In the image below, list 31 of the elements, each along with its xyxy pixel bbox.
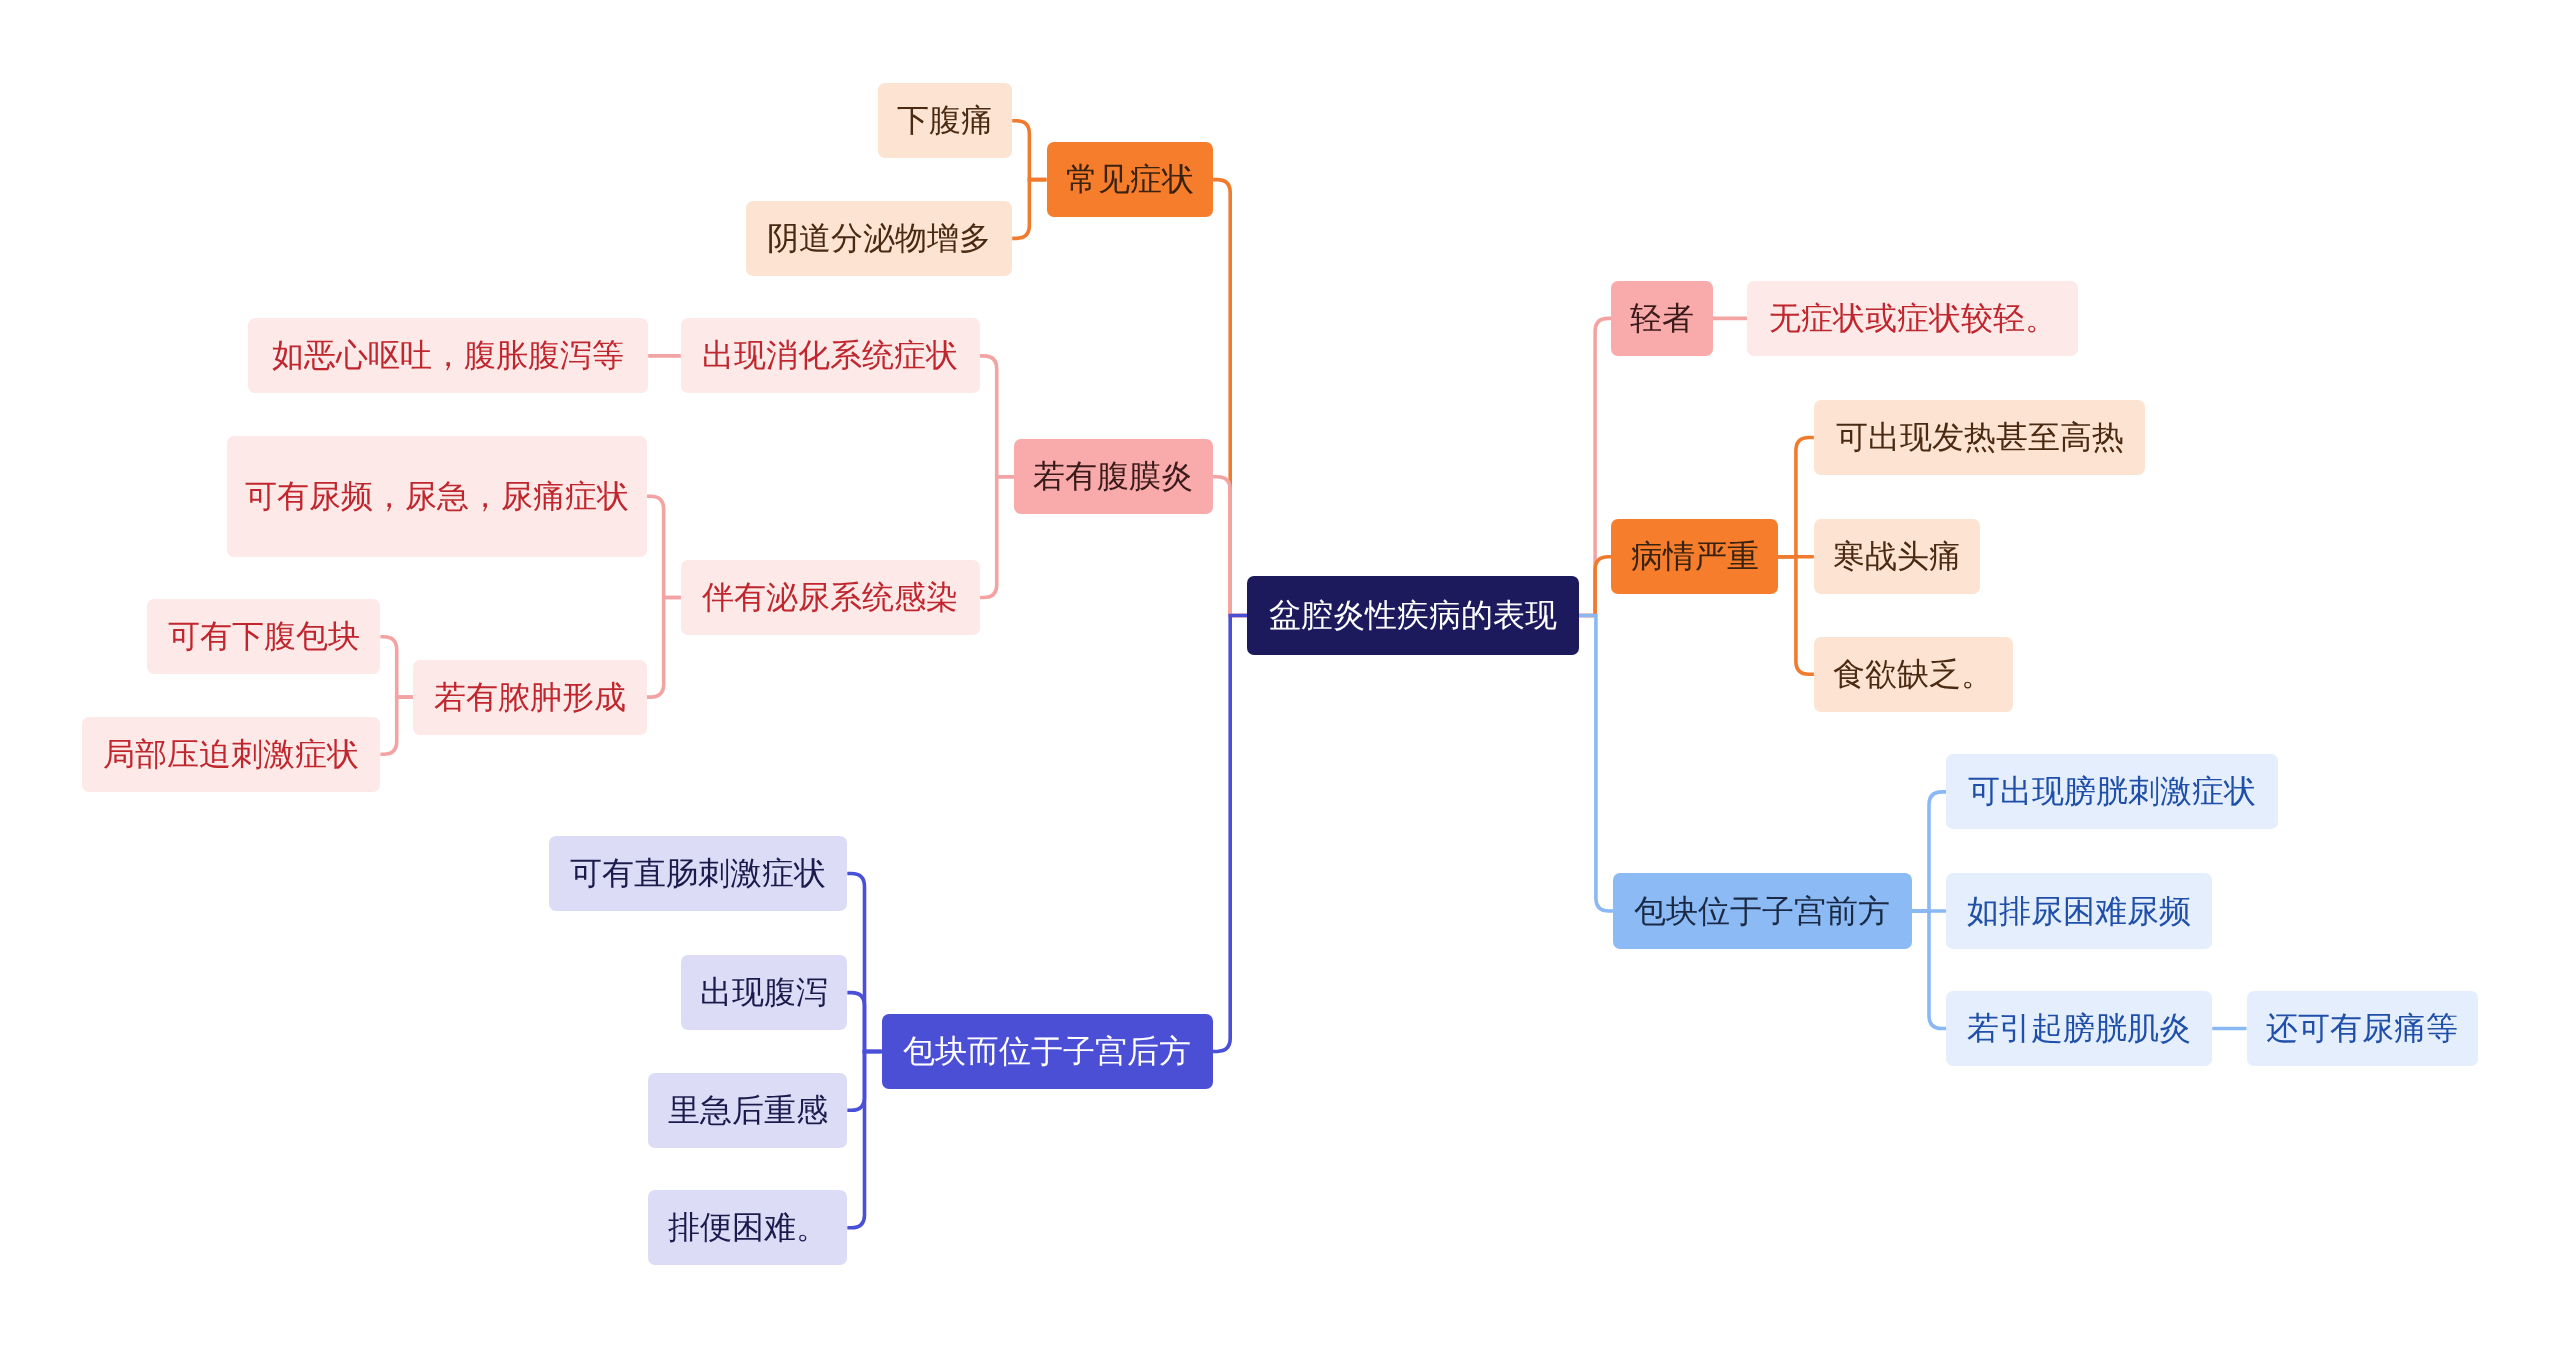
connector-line bbox=[648, 354, 681, 358]
subtopic-box: 如排尿困难尿频 bbox=[1946, 873, 2213, 949]
subtopic-box: 可有尿频，尿急，尿痛症状 bbox=[226, 435, 647, 557]
main-topic-box: 常见症状 bbox=[1046, 142, 1214, 218]
subtopic-box: 伴有泌尿系统感染 bbox=[680, 560, 980, 636]
main-topic-box: 病情严重 bbox=[1611, 519, 1778, 595]
subtopic-box: 若有脓肿形成 bbox=[413, 659, 647, 735]
subtopic-box: 可出现发热甚至高热 bbox=[1813, 400, 2146, 476]
subtopic-box: 可有直肠刺激症状 bbox=[548, 835, 848, 911]
subtopic-box: 阴道分泌物增多 bbox=[746, 200, 1013, 276]
connector-line bbox=[2212, 1026, 2247, 1031]
subtopic-box: 局部压迫刺激症状 bbox=[81, 716, 381, 792]
subtopic-box: 食欲缺乏。 bbox=[1813, 636, 2014, 712]
subtopic-box: 还可有尿痛等 bbox=[2246, 991, 2479, 1067]
subtopic-box: 无症状或症状较轻。 bbox=[1746, 280, 2079, 356]
connector-line bbox=[1712, 316, 1747, 321]
subtopic-box: 出现消化系统症状 bbox=[680, 318, 980, 394]
subtopic-box: 可有下腹包块 bbox=[146, 599, 381, 675]
subtopic-box: 排便困难。 bbox=[648, 1190, 848, 1266]
subtopic-box: 下腹痛 bbox=[878, 83, 1013, 159]
main-topic-box: 轻者 bbox=[1611, 280, 1713, 356]
subtopic-box: 出现腹泻 bbox=[680, 955, 848, 1031]
subtopic-box: 若引起膀胱肌炎 bbox=[1946, 991, 2213, 1067]
root-topic-box: 盆腔炎性疾病的表现 bbox=[1247, 576, 1579, 655]
main-topic-box: 包块位于子宫前方 bbox=[1613, 873, 1912, 949]
subtopic-box: 里急后重感 bbox=[648, 1072, 848, 1148]
subtopic-box: 如恶心呕吐，腹胀腹泻等 bbox=[248, 318, 649, 394]
main-topic-box: 若有腹膜炎 bbox=[1013, 439, 1214, 515]
main-topic-box: 包块而位于子宫后方 bbox=[881, 1013, 1214, 1089]
subtopic-box: 可出现膀胱刺激症状 bbox=[1946, 754, 2278, 830]
subtopic-box: 寒战头痛 bbox=[1813, 519, 1981, 595]
